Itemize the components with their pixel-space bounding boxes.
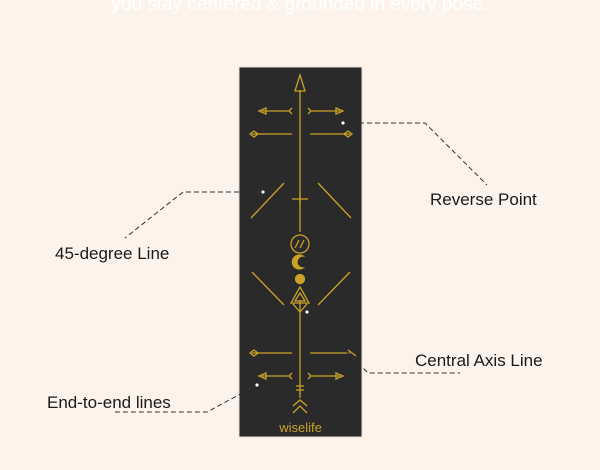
leader-45-degree xyxy=(124,191,263,239)
moon-icon xyxy=(291,254,306,270)
45-degree-lines xyxy=(250,182,352,306)
leader-reverse-point xyxy=(343,122,488,186)
bottom-arrows xyxy=(248,349,357,380)
mat-pattern xyxy=(248,72,357,414)
leader-dots xyxy=(254,120,346,388)
chevron-arrow-icon xyxy=(292,399,308,414)
leader-central-axis xyxy=(306,311,460,374)
label-45-degree-line: 45-degree Line xyxy=(55,244,170,263)
cross-mark xyxy=(296,385,304,391)
brand-logo: wiselife xyxy=(279,420,322,435)
star-icon xyxy=(292,193,308,205)
triangle-icon xyxy=(289,285,311,313)
arrow-head-icon xyxy=(294,72,306,92)
label-end-to-end-lines: End-to-end lines xyxy=(47,393,171,412)
leader-end-to-end xyxy=(115,384,258,413)
tagline: you stay centered & grounded in every po… xyxy=(111,0,489,15)
leader-lines xyxy=(115,122,488,413)
label-reverse-point: Reverse Point xyxy=(430,190,537,209)
sun-icon xyxy=(294,273,306,285)
top-arrows xyxy=(248,107,354,138)
logo-circle-icon xyxy=(290,234,310,254)
label-central-axis-line: Central Axis Line xyxy=(415,351,543,370)
